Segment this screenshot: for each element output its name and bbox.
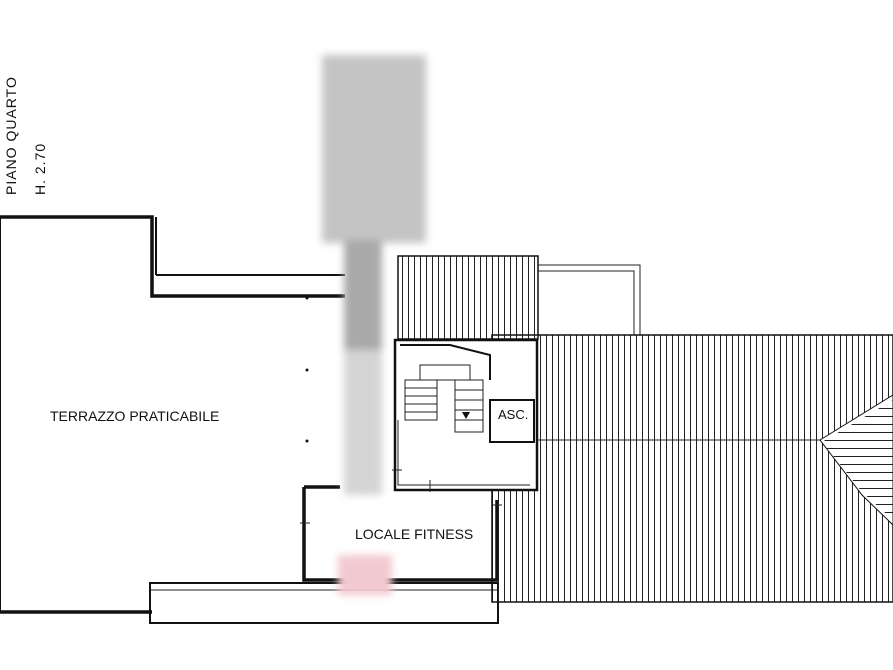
fitness-label: LOCALE FITNESS <box>355 526 473 542</box>
terrace-markers <box>305 296 309 443</box>
bottom-balcony <box>149 582 499 624</box>
elevator-label: ASC. <box>498 407 528 422</box>
stair-core <box>392 338 539 492</box>
floor-height: H. 2.70 <box>32 143 48 195</box>
elevator-shaft <box>489 399 535 443</box>
stair-direction-arrow-icon <box>462 412 470 419</box>
privacy-blur <box>322 55 426 595</box>
terrace-outline <box>0 215 345 614</box>
floor-title-group: PIANO QUARTO H. 2.70 <box>3 76 48 195</box>
stair-flight <box>404 364 484 433</box>
terrace-label: TERRAZZO PRATICABILE <box>50 408 219 424</box>
roof-upper-block <box>397 255 641 340</box>
floor-name: PIANO QUARTO <box>3 76 19 195</box>
roof-main-right <box>491 334 893 603</box>
